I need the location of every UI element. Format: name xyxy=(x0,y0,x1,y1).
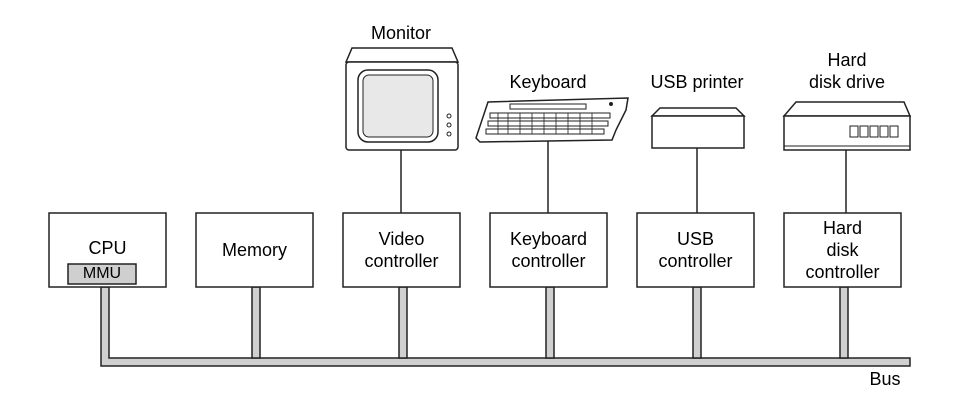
disk-controller-box xyxy=(783,212,902,288)
mmu-label: MMU xyxy=(82,265,122,282)
video-controller-box xyxy=(342,212,461,288)
keyboard-controller-line1: Keyboard xyxy=(509,229,588,249)
bus-tap-disk xyxy=(839,286,849,359)
keyboard-icon xyxy=(475,97,629,143)
printer-label: USB printer xyxy=(650,72,744,92)
video-controller-label: Video controller xyxy=(343,213,460,287)
bus-tap-video xyxy=(398,286,408,359)
video-controller-line2: controller xyxy=(364,251,439,271)
keyboard-controller-box xyxy=(489,212,608,288)
usb-controller-label: USB controller xyxy=(637,213,754,287)
disk-controller-line2: disk xyxy=(826,240,859,260)
keyboard-label: Keyboard xyxy=(509,72,587,92)
monitor-icon xyxy=(344,47,460,151)
usb-controller-box xyxy=(636,212,755,288)
keyboard-controller-label: Keyboard controller xyxy=(490,213,607,287)
bus-main xyxy=(100,286,911,367)
video-controller-line1: Video xyxy=(378,229,425,249)
mmu-box xyxy=(67,263,137,285)
keyboard-controller-line2: controller xyxy=(511,251,586,271)
hard-disk-label-line1: Hard xyxy=(827,50,867,70)
cpu-label: CPU xyxy=(88,238,127,258)
hard-disk-label-line2: disk drive xyxy=(808,72,886,92)
system-bus xyxy=(100,286,911,367)
hard-disk-icon xyxy=(782,101,912,151)
usb-controller-line2: controller xyxy=(658,251,733,271)
usb-controller-line1: USB xyxy=(676,229,714,249)
printer-icon xyxy=(650,107,746,149)
disk-controller-label: Hard disk controller xyxy=(784,213,901,287)
bus-tap-memory xyxy=(251,286,261,359)
bus-tap-usb xyxy=(692,286,702,359)
bus-label: Bus xyxy=(869,369,901,389)
memory-box xyxy=(195,212,314,288)
bus-tap-keyboard xyxy=(545,286,555,359)
hard-disk-label: Hard disk drive xyxy=(784,49,910,93)
memory-label: Memory xyxy=(221,240,287,260)
monitor-label: Monitor xyxy=(370,23,432,43)
disk-controller-line3: controller xyxy=(805,262,880,282)
disk-controller-line1: Hard xyxy=(822,218,862,238)
